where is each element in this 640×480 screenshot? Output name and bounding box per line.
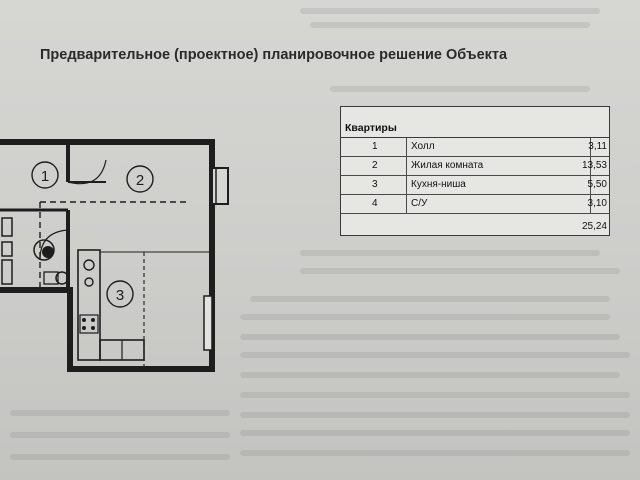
floor-plan: 1 2 3 <box>0 139 229 372</box>
room-label-1-text: 1 <box>41 168 49 185</box>
row-number: 1 <box>372 141 378 152</box>
room-label-1: 1 <box>31 161 59 189</box>
table-row: 4 С/У 3,10 <box>341 195 609 214</box>
room-area: 3,11 <box>588 141 607 152</box>
room-name: С/У <box>411 198 428 209</box>
apartments-table: Квартиры 1 Холл 3,11 2 Жилая комната 13,… <box>340 106 610 236</box>
table-row: 2 Жилая комната 13,53 <box>341 157 609 176</box>
row-number: 4 <box>372 198 378 209</box>
room-area: 13,53 <box>581 160 607 171</box>
room-label-2: 2 <box>126 165 154 193</box>
room-name: Холл <box>411 141 435 152</box>
room-label-3-text: 3 <box>116 287 124 304</box>
room-area: 3,10 <box>587 198 607 209</box>
table-row: 3 Кухня-ниша 5,50 <box>341 176 609 195</box>
document-title: Предварительное (проектное) планировочно… <box>40 47 508 63</box>
row-number: 3 <box>372 179 378 190</box>
room-area: 5,50 <box>587 179 607 190</box>
table-header: Квартиры <box>341 107 609 138</box>
table-row: 1 Холл 3,11 <box>341 138 609 157</box>
room-label-2-text: 2 <box>136 172 144 189</box>
room-label-3: 3 <box>106 280 134 308</box>
table-total: 25,24 <box>581 221 607 232</box>
room-name: Жилая комната <box>411 160 484 171</box>
table-header-label: Квартиры <box>345 122 397 134</box>
room-name: Кухня-ниша <box>411 179 466 190</box>
row-number: 2 <box>372 160 378 171</box>
